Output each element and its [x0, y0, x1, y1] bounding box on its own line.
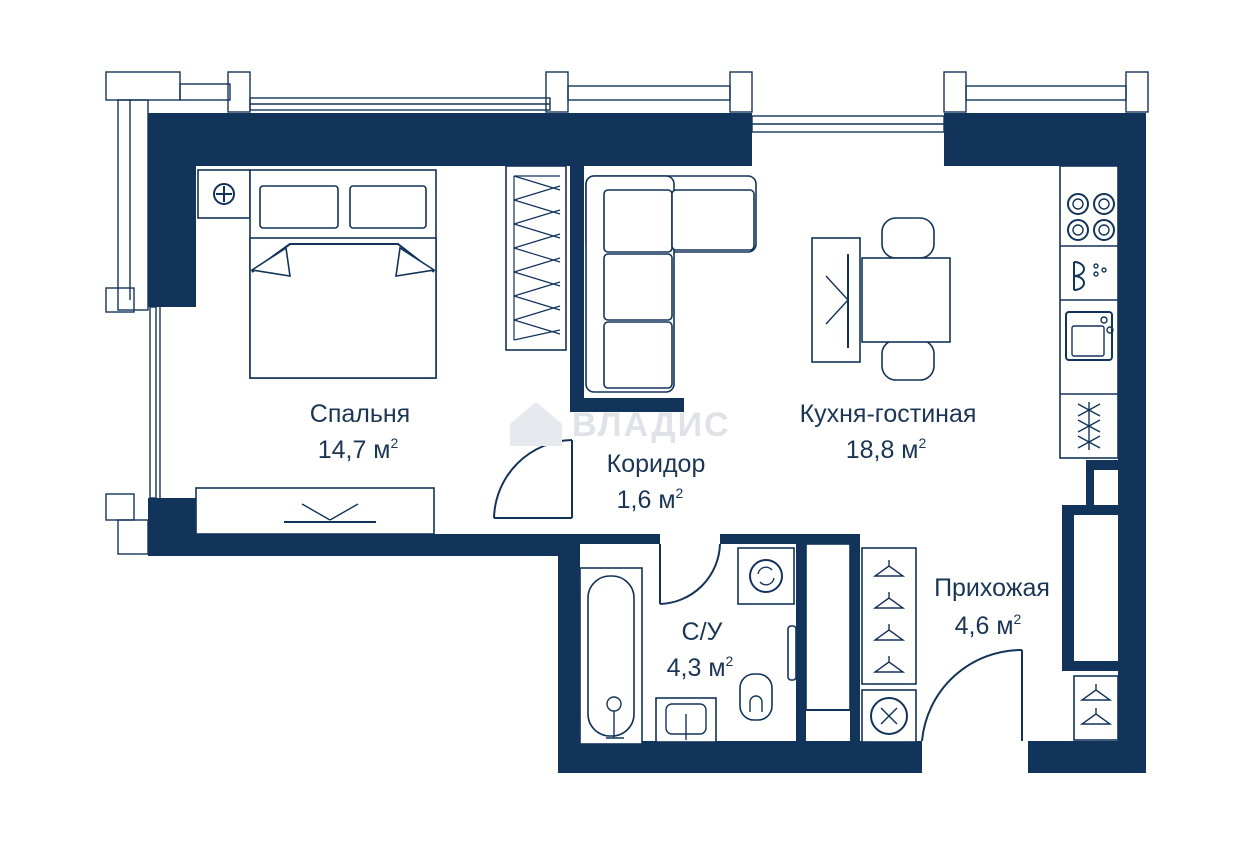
watermark: ВЛАДИС: [510, 402, 731, 446]
washbasin-icon: [655, 697, 717, 743]
room-name: Спальня: [310, 400, 410, 428]
watermark-text: ВЛАДИС: [572, 406, 731, 444]
room-name: С/У: [682, 618, 723, 646]
inner-walls: [570, 166, 1118, 744]
toilet-icon: [739, 673, 773, 721]
wardrobe-icon: [505, 165, 567, 351]
svg-text:14,7 м2: 14,7 м2: [318, 435, 399, 464]
unit-superscript: 2: [676, 485, 684, 501]
room-area: 4,3 м: [667, 654, 726, 682]
double-bed-icon: [249, 169, 437, 379]
room-area: 4,6 м: [955, 612, 1014, 640]
hallway-pouf: [861, 689, 917, 743]
room-label-kitchen: Кухня-гостиная 18,8 м2: [800, 400, 977, 464]
svg-text:1,6 м2: 1,6 м2: [617, 485, 684, 514]
dishwasher-icon: [1060, 261, 1118, 301]
room-name: Прихожая: [934, 574, 1050, 602]
coat-hanger-icon: [872, 560, 1119, 741]
room-label-hallway: Прихожая 4,6 м2: [934, 574, 1050, 640]
windows: [105, 71, 1149, 555]
svg-text:4,6 м2: 4,6 м2: [955, 611, 1022, 640]
washing-machine-icon: [737, 547, 795, 605]
kitchen-unit: [1059, 165, 1119, 459]
dining-table-icon: [811, 217, 951, 381]
svg-text:18,8 м2: 18,8 м2: [846, 435, 927, 464]
svg-text:4,3 м2: 4,3 м2: [667, 653, 734, 682]
room-name: Кухня-гостиная: [800, 400, 977, 428]
room-area: 18,8 м: [846, 436, 919, 464]
towel-rail-icon: [787, 625, 797, 681]
unit-superscript: 2: [391, 435, 399, 451]
room-label-corridor: Коридор 1,6 м2: [607, 450, 706, 514]
room-area: 1,6 м: [617, 486, 676, 514]
nightstand-icon: [197, 169, 251, 219]
room-label-bathroom: С/У 4,3 м2: [667, 618, 734, 682]
room-area: 14,7 м: [318, 436, 391, 464]
house-icon: [510, 402, 562, 446]
unit-superscript: 2: [1014, 611, 1022, 627]
unit-superscript: 2: [919, 435, 927, 451]
room-name: Коридор: [607, 450, 706, 478]
unit-superscript: 2: [726, 653, 734, 669]
tv-stand-icon: [195, 487, 435, 535]
room-label-bedroom: Спальня 14,7 м2: [310, 400, 410, 464]
sink-icon: [1060, 311, 1118, 395]
sofa-icon: [585, 175, 757, 393]
hallway-closet: [805, 543, 917, 711]
stove-icon: [1060, 193, 1118, 247]
kitchen-drawers: [1077, 402, 1101, 450]
outer-walls: [148, 113, 1146, 773]
bathtub-icon: [579, 567, 643, 745]
door-swing-icon: [493, 439, 1023, 742]
